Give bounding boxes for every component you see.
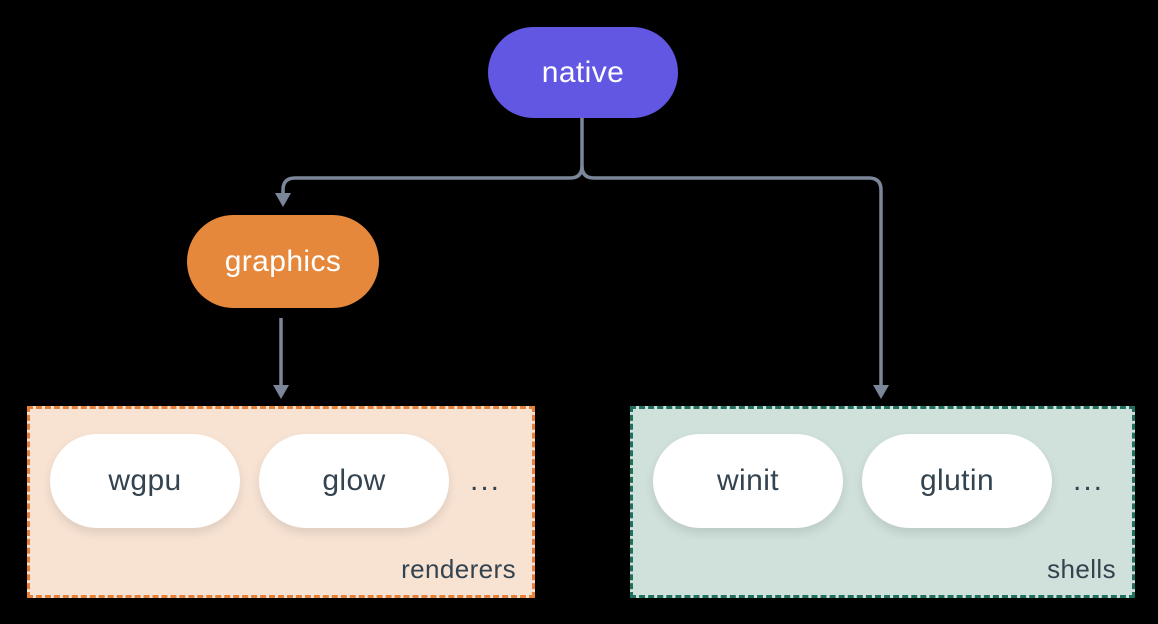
pill-wgpu-label: wgpu [108,464,182,497]
pill-wgpu: wgpu [50,434,240,528]
pill-glutin-label: glutin [919,464,995,497]
node-graphics-label: graphics [224,244,342,278]
shells-group-label: shells [1047,554,1116,584]
arrowhead-into-shells [873,385,889,399]
edge-native-to-graphics [281,118,584,194]
arrowhead-into-renderers [273,385,289,399]
pill-glutin: glutin [862,434,1052,528]
pill-winit: winit [653,434,843,528]
renderers-ellipsis: ... [470,464,502,497]
shells-ellipsis: ... [1073,464,1105,497]
pill-winit-label: winit [716,464,779,497]
group-shells: winit glutin ... shells [630,406,1135,598]
pill-glow-label: glow [322,464,386,497]
node-graphics: graphics [187,215,379,308]
node-native: native [488,27,678,118]
edge-native-to-shells [580,165,883,386]
node-native-label: native [541,55,625,89]
renderers-group-label: renderers [401,554,516,584]
arrowhead-into-graphics [275,193,291,207]
group-renderers: wgpu glow ... renderers [27,406,535,598]
renderers-pill-row: wgpu glow ... [50,434,501,528]
shells-pill-row: winit glutin ... [653,434,1104,528]
pill-glow: glow [259,434,449,528]
